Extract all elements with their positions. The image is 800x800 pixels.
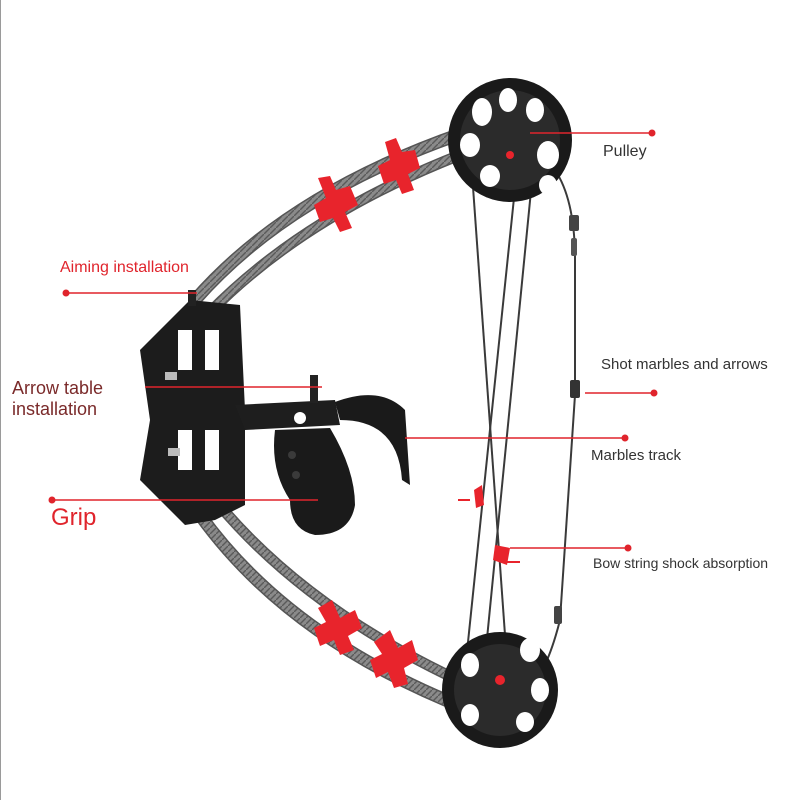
label-shock-absorption: Bow string shock absorption <box>593 555 768 571</box>
dot-shock <box>625 545 632 552</box>
label-marbles-track: Marbles track <box>591 447 681 464</box>
dot-pulley <box>649 130 656 137</box>
riser <box>140 300 245 525</box>
lower-limb <box>200 500 480 710</box>
label-aiming-installation: Aiming installation <box>60 259 189 277</box>
label-pulley: Pulley <box>603 143 647 161</box>
dot-grip <box>49 497 56 504</box>
arrow-table <box>235 375 340 430</box>
top-pulley <box>448 78 572 202</box>
bow-strings <box>462 140 575 710</box>
label-arrow-table-line2: installation <box>12 399 97 420</box>
dot-track <box>622 435 629 442</box>
dot-aiming <box>63 290 70 297</box>
label-grip: Grip <box>51 504 96 532</box>
grip <box>274 428 355 535</box>
bottom-pulley <box>442 632 558 748</box>
label-shot-marbles: Shot marbles and arrows <box>601 356 768 373</box>
dot-shot <box>651 390 658 397</box>
label-arrow-table-line1: Arrow table <box>12 378 103 399</box>
